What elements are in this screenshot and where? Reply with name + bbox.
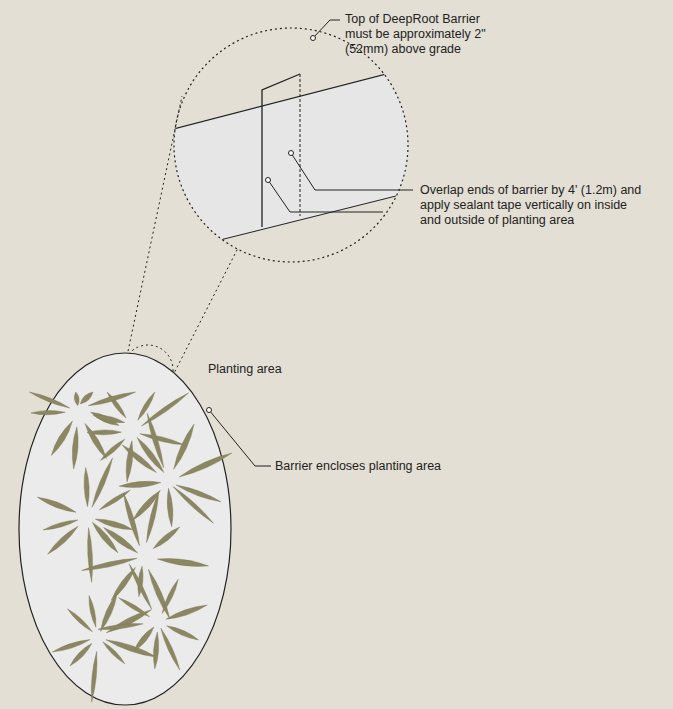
callout-note: Barrier encloses planting area [275,459,495,474]
barrier-panel [262,74,300,227]
zoom-line [127,96,182,356]
leader-line [268,180,383,212]
leader-line [291,153,413,190]
bamboo-foliage [29,392,231,702]
planting-area: Planting area [18,352,232,706]
leader-dot [311,36,316,41]
barrier-detail [100,55,460,270]
callout-note: Top of DeepRoot Barrier must be approxim… [345,12,505,57]
leader-dot [289,151,294,156]
area-label: Planting area [208,362,282,376]
leader-dot [266,178,271,183]
barrier-overlap [300,74,301,216]
zoom-circle [174,28,408,262]
planting-outline [18,352,232,706]
callout-note: Overlap ends of barrier by 4' (1.2m) and… [420,183,648,228]
leader-dot [207,408,212,413]
leader-line [313,20,340,38]
